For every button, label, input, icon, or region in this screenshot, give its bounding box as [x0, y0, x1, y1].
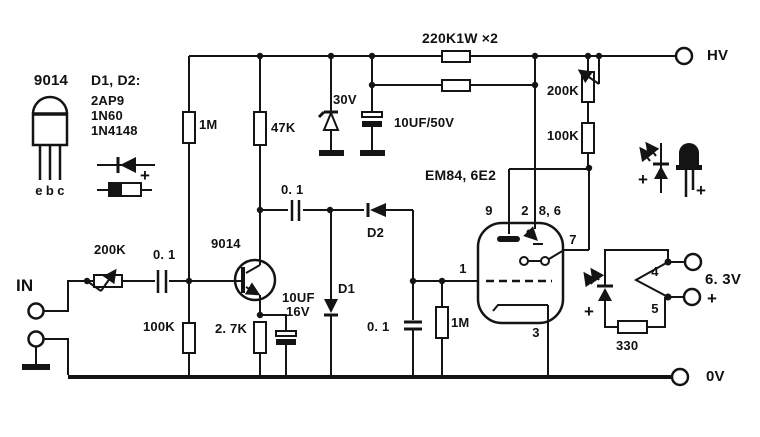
zener-label: 30V [333, 92, 357, 107]
ground-symbol [319, 150, 344, 156]
tube-pin7-label: 7 [569, 232, 577, 247]
pin-b-label: b [45, 183, 55, 198]
r-grid-label: 1M [451, 315, 470, 330]
ov-label: 0V [706, 368, 725, 385]
zener-diode-30v [317, 56, 344, 156]
pot-200k-output [577, 56, 600, 123]
tube-pin9-label: 9 [485, 203, 493, 218]
pot-output-label: 200K [547, 83, 579, 98]
r-220k-label: 220K1W ×2 [422, 30, 499, 46]
tube-pin4-label: 4 [651, 264, 659, 279]
r-bias-label: 100K [143, 319, 175, 334]
legend-diode-type-1: 2AP9 [91, 93, 125, 108]
transistor-label: 9014 [211, 236, 241, 251]
capacitor-input [156, 270, 241, 293]
r-47k-label: 47K [271, 120, 296, 135]
resistor-100k-output [581, 122, 595, 168]
tube-pin5-label: 5 [651, 301, 659, 316]
tube-em84 [413, 168, 590, 377]
resistor-47k [253, 56, 267, 210]
resistor-1m-load [182, 56, 196, 377]
hv-terminal [674, 46, 694, 66]
legend-diode-type-3: 1N4148 [91, 123, 138, 138]
c-coupling-label: 0. 1 [281, 182, 304, 197]
tube-pin3-label: 3 [532, 325, 540, 340]
tube-pin2-label: 2 [521, 203, 529, 218]
c-input-label: 0. 1 [153, 247, 176, 262]
resistor-1m-grid [435, 281, 449, 377]
tube-label: EM84, 6E2 [425, 167, 497, 183]
pot-input-label: 200K [94, 242, 126, 257]
ov-terminal [670, 367, 690, 387]
input-label: IN [16, 276, 34, 295]
legend-diode-plus: + [140, 166, 151, 185]
capacitor-10uf-16v [260, 314, 297, 377]
legend-led-symbol-plus: + [638, 170, 649, 189]
capacitor-10uf-50v [360, 56, 385, 156]
pin-c-label: c [57, 183, 65, 198]
r-led-label: 330 [616, 338, 639, 353]
capacitor-grid [404, 281, 422, 377]
heater-plus-label: + [707, 289, 718, 308]
ground-symbol [22, 364, 50, 370]
heater-voltage-label: 6. 3V [705, 271, 742, 288]
r-emitter-label: 2. 7K [215, 321, 248, 336]
input-terminals [22, 280, 87, 375]
legend-diodes-title: D1, D2: [91, 72, 141, 88]
legend-transistor-label: 9014 [33, 72, 69, 89]
led-plus-label: + [584, 302, 595, 321]
junction-dots [83, 52, 672, 319]
diode-d1 [324, 210, 338, 377]
c-emitter-voltage-label: 16V [286, 304, 310, 319]
legend-diode-type-2: 1N60 [91, 108, 123, 123]
c-filter-label: 10UF/50V [394, 115, 455, 130]
c-emitter-value-label: 10UF [282, 290, 315, 305]
resistor-2k7 [253, 321, 267, 377]
ground-symbol [360, 150, 385, 156]
legend-glass-diode [97, 182, 152, 197]
pin-e-label: e [35, 183, 43, 198]
capacitor-coupling [260, 200, 364, 221]
tube-pin1-label: 1 [459, 261, 467, 276]
led-indicator [583, 249, 669, 328]
r-1m-load-label: 1M [199, 117, 218, 132]
legend-led-package [676, 143, 702, 197]
legend-diode-symbol [97, 157, 155, 173]
r-100k-output-label: 100K [547, 128, 579, 143]
d1-label: D1 [338, 281, 356, 296]
transistor-9014-symbol [233, 212, 277, 315]
d2-label: D2 [367, 225, 385, 240]
tube-pin86-label: 8, 6 [538, 203, 562, 218]
diode-d2 [366, 203, 414, 281]
pot-200k-input [86, 268, 155, 292]
legend-led-symbol [639, 141, 669, 193]
legend-transistor-package [31, 95, 69, 180]
resistor-100k-bias [182, 322, 196, 354]
hv-label: HV [707, 47, 729, 64]
legend-led-package-plus: + [696, 181, 707, 200]
resistor-330 [617, 297, 666, 334]
resistors-220k [441, 50, 471, 92]
c-grid-label: 0. 1 [367, 319, 390, 334]
